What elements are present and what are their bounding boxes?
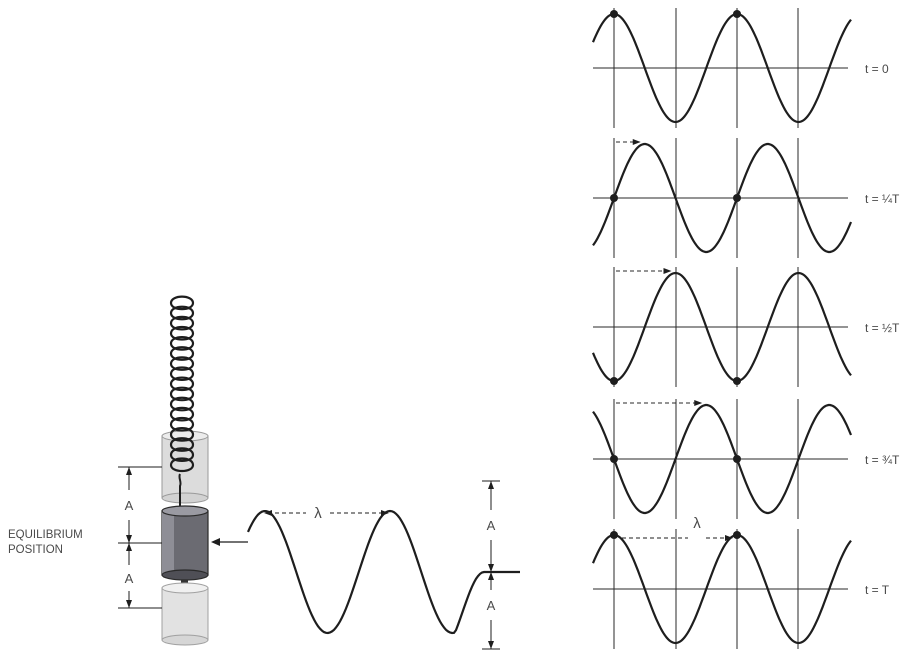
wavelength-dimension-middle: λ [264,505,389,522]
particle-dot [733,10,741,18]
mass-cylinder [161,505,209,581]
particle-dot [610,455,618,463]
particle-dot [610,10,618,18]
lower-position-cylinder [161,582,209,646]
traveling-wave-curve [246,509,520,635]
time-label-1: t = 0 [865,62,889,76]
panel-wave-curve [591,271,852,383]
wavelength-label-middle: λ [314,505,322,522]
wave-panel-5: t = T [591,529,890,649]
wave-snapshot-panels: t = 0 t = ¼T t = ½T t = ¾T t = T [591,8,900,649]
amplitude-label-right-lower: A [487,598,496,613]
amplitude-label-right-upper: A [487,518,496,533]
time-label-3: t = ½T [865,321,900,335]
time-label-2: t = ¼T [865,192,900,206]
phase-shift-arrowhead [663,268,672,274]
particle-dot [733,455,741,463]
panel-wave-curve [592,403,853,515]
traveling-wave: λ A A [246,480,520,650]
amplitude-dimension-right: A A [482,480,500,650]
wave-panel-2: t = ¼T [592,138,900,258]
spring-wire [178,473,182,510]
particle-dot [733,377,741,385]
particle-dot [610,377,618,385]
equilibrium-label-line1: EQUILIBRIUM [8,529,83,541]
spring-coil [169,295,195,473]
upper-position-cylinder [161,430,209,504]
spring-coil-path [169,295,195,473]
wavelength-dimension-bottom: λ [622,515,733,541]
time-label-5: t = T [865,583,890,597]
phase-shift-arrowhead [694,400,703,406]
equilibrium-label-line2: POSITION [8,544,63,556]
particle-dot [733,531,741,539]
amplitude-dimension-left: A A [118,466,162,609]
pointer-arrow [211,538,248,546]
wave-panel-4: t = ¾T [592,399,900,519]
wavelength-label-bottom: λ [693,515,701,532]
spring-mass-system: A A EQUILIBRIUM POSITION [8,295,248,646]
panel-wave-curve [591,533,852,645]
amplitude-label-upper: A [125,498,134,513]
panel-wave-curve [592,142,853,254]
particle-dot [610,531,618,539]
amplitude-label-lower: A [125,571,134,586]
particle-dot [733,194,741,202]
wave-panel-1: t = 0 [591,8,889,128]
particle-dot [610,194,618,202]
time-label-4: t = ¾T [865,453,900,467]
wave-panel-3: t = ½T [591,267,900,387]
phase-shift-arrowhead [632,139,641,145]
panel-wave-curve [591,12,852,124]
